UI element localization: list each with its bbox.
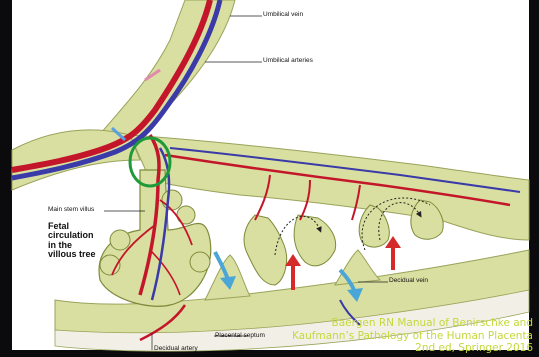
villous-tree-3 — [294, 215, 336, 266]
placental-septum-2 — [335, 250, 380, 285]
label-fetal-circulation: Fetal circulation in the villous tree — [48, 222, 96, 260]
villous-tree-2 — [244, 215, 287, 285]
label-main-stem-villus: Main stem villus — [48, 207, 94, 214]
citation: Baergen RN Manual of Benirschke and Kauf… — [292, 317, 533, 355]
label-umbilical-arteries: Umbilical arteries — [263, 58, 313, 65]
label-decidual-vein: Decidual vein — [389, 278, 428, 285]
citation-line-1: Baergen RN Manual of Benirschke and — [292, 317, 533, 330]
citation-line-3: 2nd ed, Springer 2016 — [292, 342, 533, 355]
label-placental-septum: Placental septum — [215, 333, 265, 340]
label-umbilical-vein: Umbilical vein — [263, 12, 303, 19]
label-decidual-artery: Decidual artery — [154, 346, 198, 353]
maternal-artery-arrow — [285, 254, 301, 290]
citation-line-2: Kaufmann’s Pathology of the Human Placen… — [292, 330, 533, 343]
